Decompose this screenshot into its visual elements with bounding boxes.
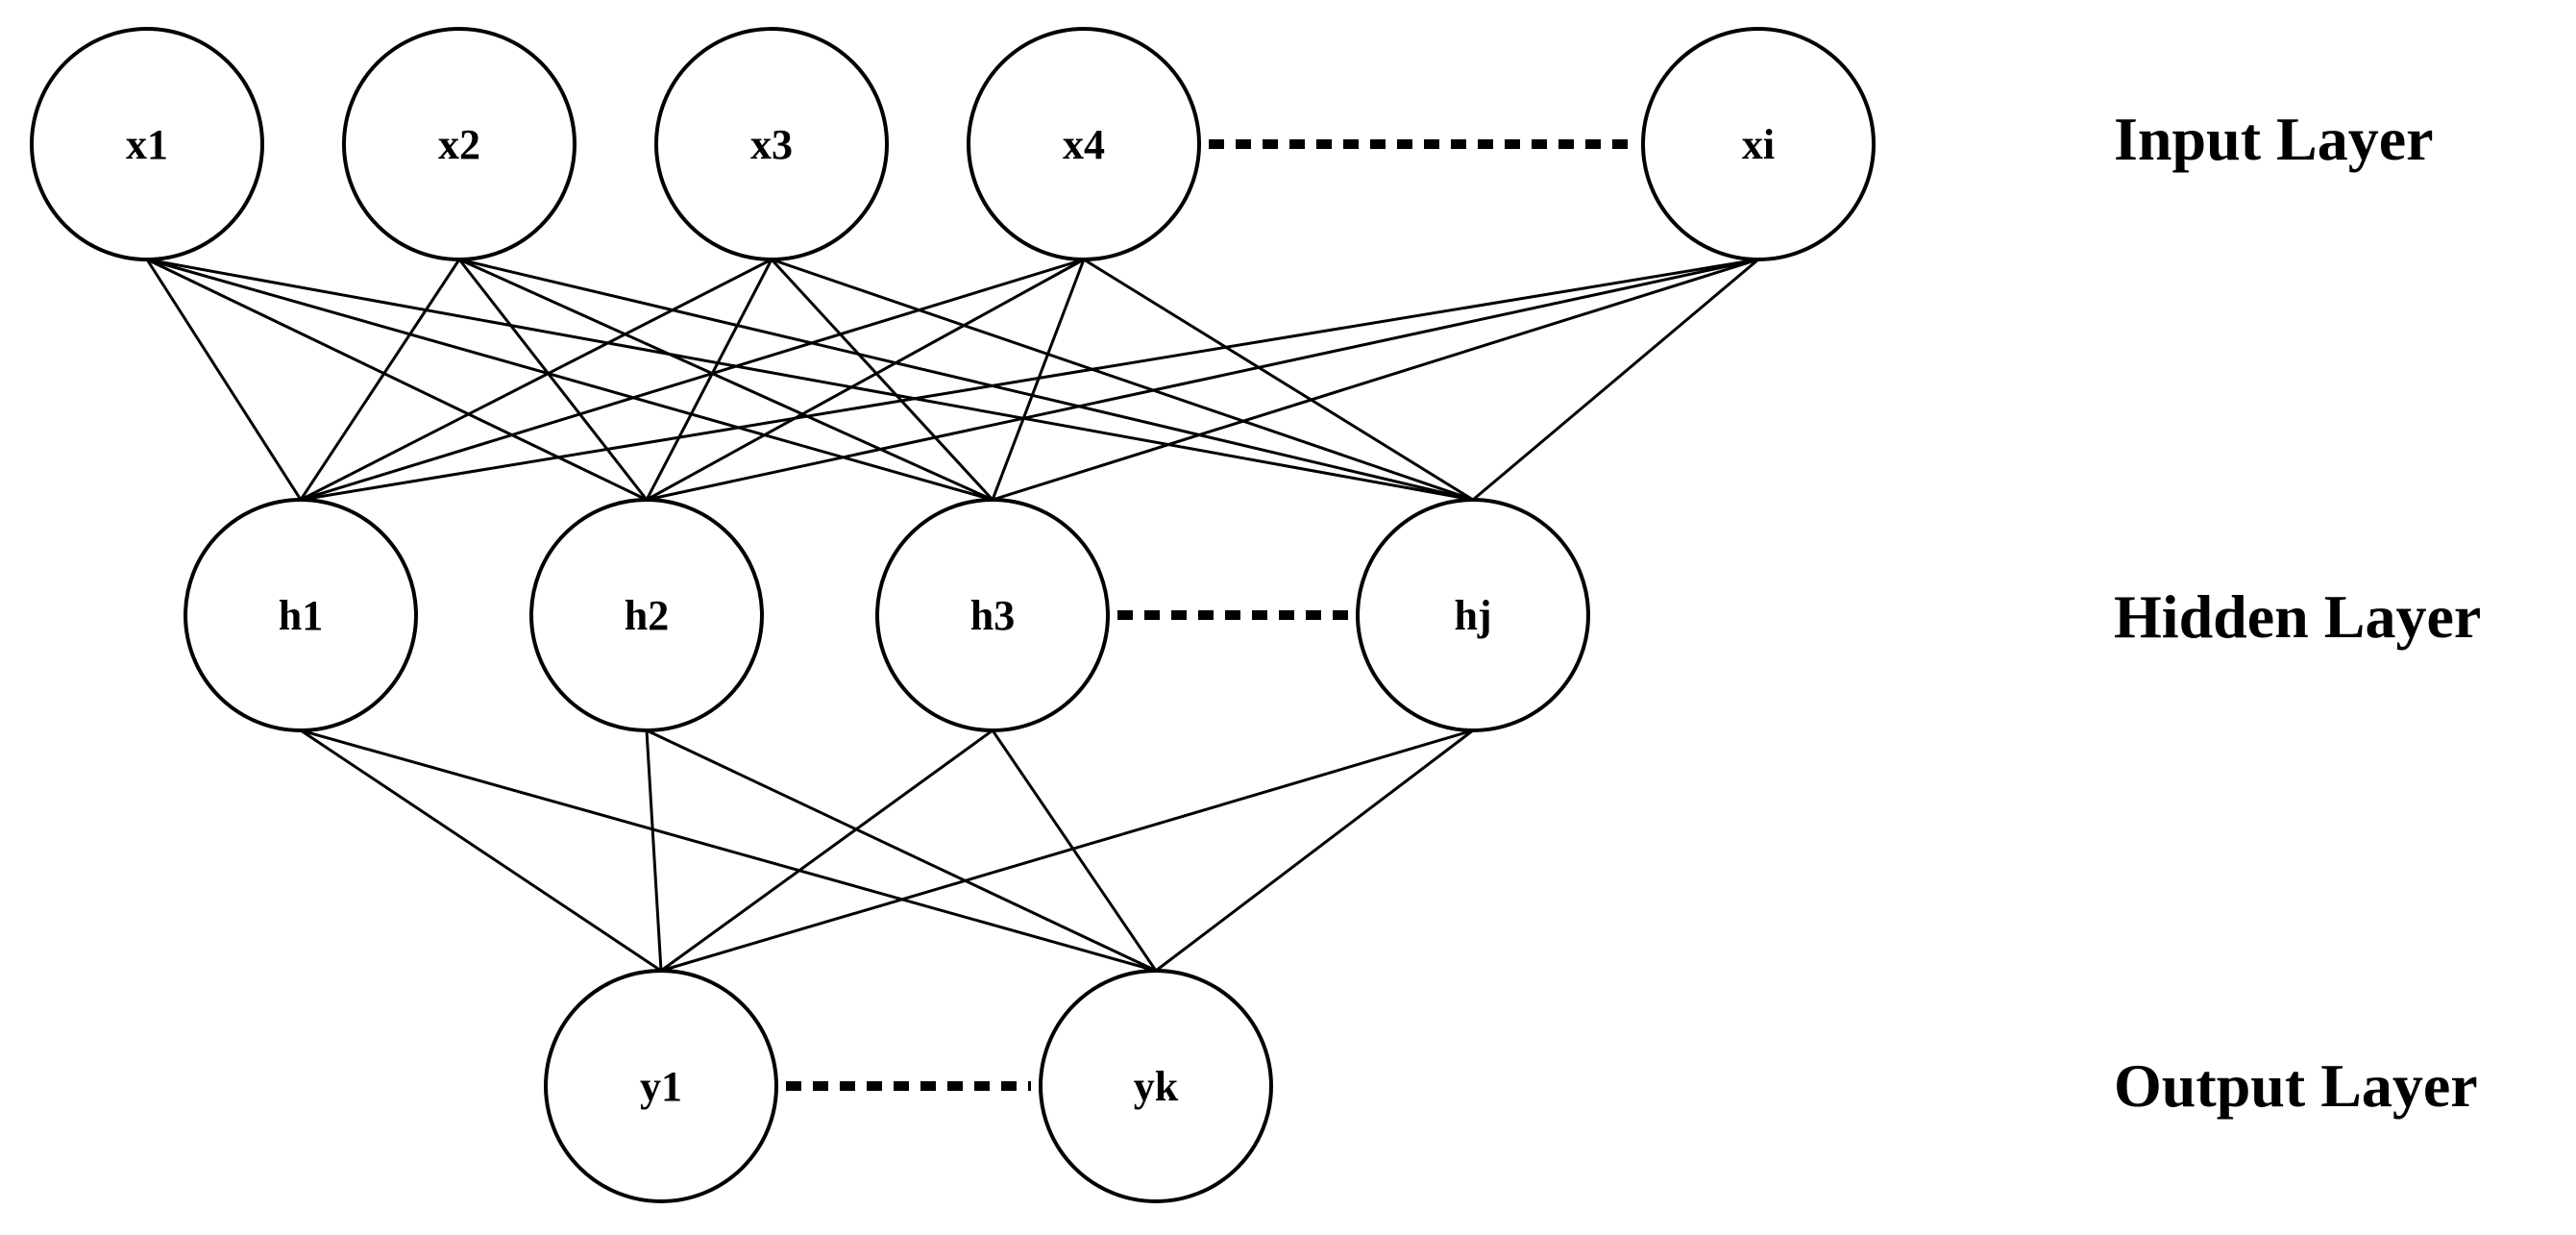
- edge-hj-yk: [1155, 729, 1474, 973]
- input-layer-label: Input Layer: [2114, 105, 2434, 173]
- edge-x2-h2: [457, 259, 649, 501]
- edge-h2-y1: [645, 729, 663, 972]
- node-xi: xi: [1641, 27, 1876, 261]
- edge-x1-h2: [146, 258, 648, 502]
- edge-x2-h1: [299, 259, 461, 501]
- network-nodes: x1 x2 x3 x4 xi h1 h2 h3 hj y1 yk: [30, 27, 1876, 1203]
- node-label-h2: h2: [625, 592, 669, 639]
- node-x1: x1: [30, 27, 264, 261]
- node-circle-y1: [544, 969, 778, 1203]
- hidden-layer-label: Hidden Layer: [2114, 582, 2481, 651]
- node-x4: x4: [967, 27, 1201, 261]
- node-circle-x2: [342, 27, 577, 261]
- edge-x4-h2: [646, 258, 1085, 502]
- edge-x3-hj: [771, 258, 1474, 502]
- node-h3: h3: [875, 498, 1110, 732]
- node-label-y1: y1: [640, 1063, 682, 1110]
- node-circle-h2: [529, 498, 764, 732]
- node-label-h1: h1: [279, 592, 323, 639]
- edge-h1-yk: [300, 729, 1157, 973]
- edge-h3-y1: [660, 729, 994, 973]
- node-x3: x3: [654, 27, 889, 261]
- connection-edges: [145, 258, 1759, 973]
- edge-h2-yk: [646, 729, 1157, 973]
- node-label-h3: h3: [970, 592, 1015, 639]
- edge-h1-y1: [300, 729, 662, 973]
- node-circle-x4: [967, 27, 1201, 261]
- edge-xi-hj: [1472, 258, 1759, 502]
- edge-x3-h3: [770, 258, 994, 502]
- node-label-xi: xi: [1742, 121, 1775, 168]
- node-label-x2: x2: [438, 121, 480, 168]
- node-circle-yk: [1039, 969, 1273, 1203]
- node-circle-x3: [654, 27, 889, 261]
- node-label-hj: hj: [1454, 592, 1491, 639]
- edge-x4-h1: [300, 258, 1085, 502]
- node-yk: yk: [1039, 969, 1273, 1203]
- edge-x2-hj: [458, 258, 1474, 502]
- edge-x1-h3: [146, 258, 994, 502]
- node-label-x4: x4: [1063, 121, 1105, 168]
- edge-x2-h3: [458, 258, 994, 502]
- node-y1: y1: [544, 969, 778, 1203]
- layer-labels: Input Layer Hidden Layer Output Layer: [2114, 105, 2481, 1120]
- edge-x1-hj: [146, 258, 1474, 502]
- node-hj: hj: [1356, 498, 1590, 732]
- node-circle-x1: [30, 27, 264, 261]
- node-circle-h3: [875, 498, 1110, 732]
- ellipsis-connectors: [786, 139, 1633, 1091]
- edge-x3-h1: [300, 258, 773, 502]
- edge-hj-y1: [660, 729, 1474, 973]
- edge-x4-hj: [1083, 258, 1474, 502]
- output-layer-label: Output Layer: [2114, 1051, 2478, 1120]
- node-circle-xi: [1641, 27, 1876, 261]
- node-h1: h1: [184, 498, 418, 732]
- node-h2: h2: [529, 498, 764, 732]
- node-circle-h1: [184, 498, 418, 732]
- edge-x3-h2: [645, 259, 773, 501]
- edge-h3-yk: [991, 729, 1158, 972]
- edge-xi-h1: [300, 258, 1759, 502]
- edge-xi-h3: [992, 258, 1759, 502]
- edge-x1-h1: [145, 259, 303, 501]
- node-circle-hj: [1356, 498, 1590, 732]
- node-label-x3: x3: [750, 121, 793, 168]
- node-label-x1: x1: [126, 121, 168, 168]
- node-label-yk: yk: [1134, 1063, 1179, 1110]
- node-x2: x2: [342, 27, 577, 261]
- edge-xi-h2: [646, 258, 1759, 502]
